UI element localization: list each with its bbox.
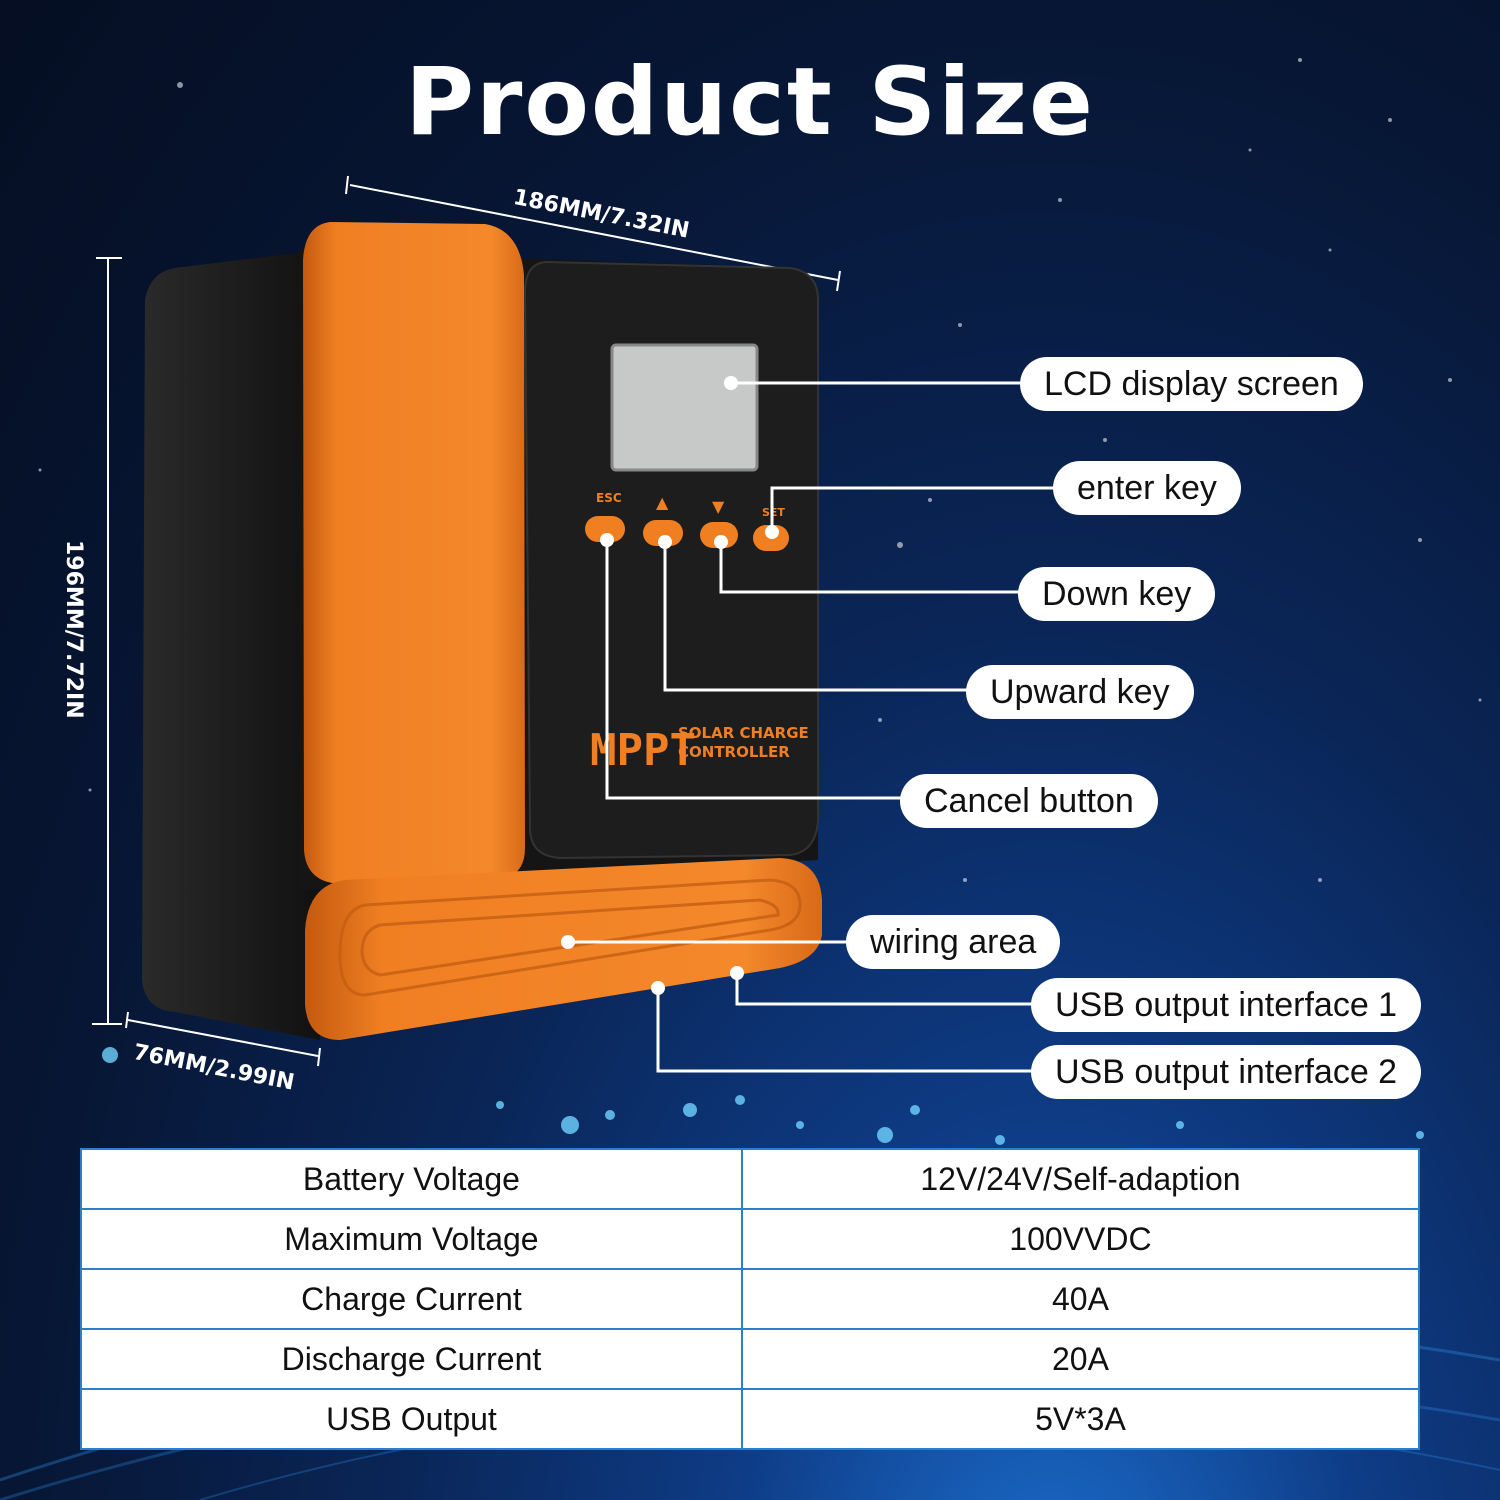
spec-value: 20A [740,1328,1421,1390]
brand-subtitle-line2: CONTROLLER [678,743,790,761]
spec-name: Battery Voltage [80,1148,743,1210]
table-row: Charge Current 40A [80,1268,1421,1330]
spec-value: 5V*3A [740,1388,1421,1450]
spec-name: Charge Current [80,1268,743,1330]
set-key-label: SET [762,506,785,519]
page-title: Product Size [405,48,1095,157]
spec-value: 40A [740,1268,1421,1330]
spec-name: USB Output [80,1388,743,1450]
brand-subtitle-line1: SOLAR CHARGE [678,724,809,742]
spec-name: Discharge Current [80,1328,743,1390]
callout-lcd-display-screen: LCD display screen [1020,357,1363,411]
esc-key [585,516,625,542]
table-row: Maximum Voltage 100VVDC [80,1208,1421,1270]
callout-usb-output-interface-1: USB output interface 1 [1031,978,1422,1032]
device-side-panel [142,250,320,1040]
depth-dimension-line [127,1019,319,1057]
spec-value: 12V/24V/Self-adaption [740,1148,1421,1210]
callout-cancel-button: Cancel button [900,774,1158,828]
callout-upward-key: Upward key [966,665,1194,719]
callout-wiring-area: wiring area [846,915,1061,969]
spec-value: 100VVDC [740,1208,1421,1270]
up-key [643,520,683,546]
table-row: Battery Voltage 12V/24V/Self-adaption [80,1148,1421,1210]
width-dimension-line [349,184,839,281]
callout-down-key: Down key [1018,567,1216,621]
spec-name: Maximum Voltage [80,1208,743,1270]
table-row: Discharge Current 20A [80,1328,1421,1390]
down-key-label: ▼ [712,497,725,516]
spec-table: Battery Voltage 12V/24V/Self-adaption Ma… [80,1148,1421,1450]
callout-enter-key: enter key [1053,461,1241,515]
orange-side-cover [303,222,525,884]
esc-key-label: ESC [596,491,622,505]
down-key [700,522,738,548]
up-key-label: ▲ [656,493,669,512]
callout-usb-output-interface-2: USB output interface 2 [1031,1045,1422,1099]
table-row: USB Output 5V*3A [80,1388,1421,1450]
lcd-display-screen [610,343,759,472]
